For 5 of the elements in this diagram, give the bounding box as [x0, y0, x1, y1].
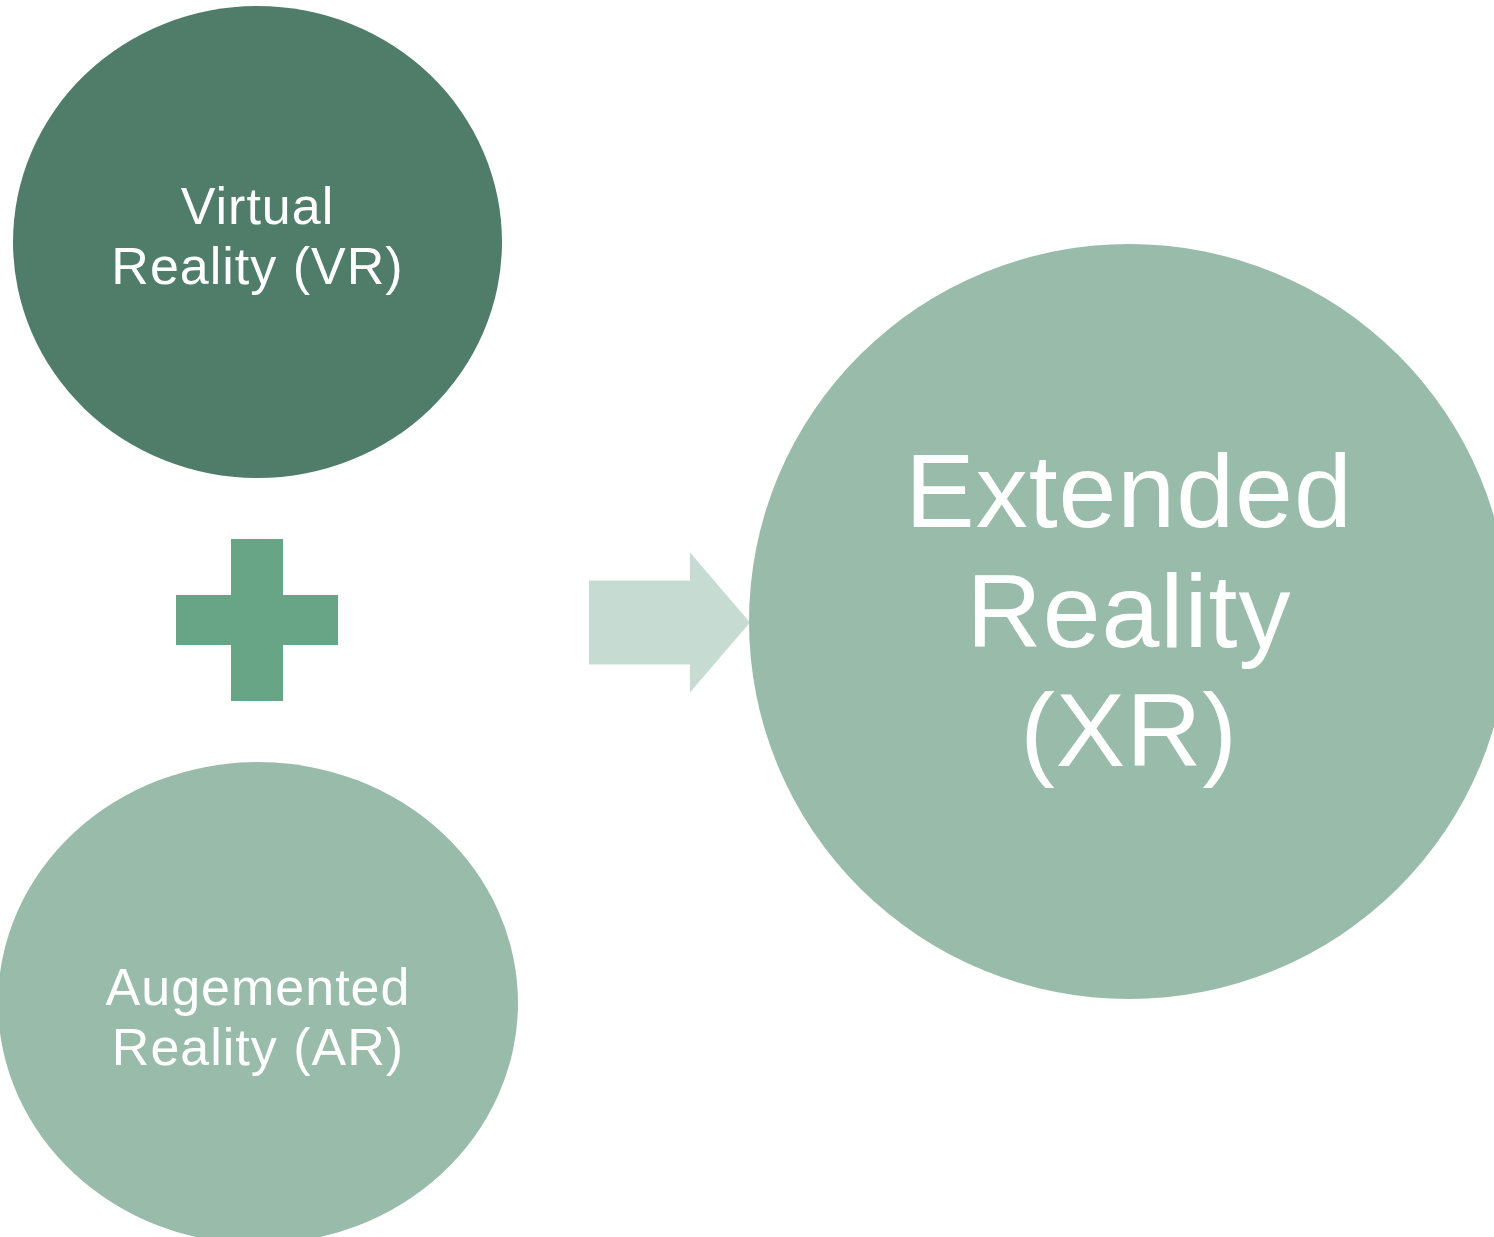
circle-label: Extended Reality (XR)	[904, 432, 1354, 791]
block-arrow	[589, 552, 750, 693]
plus-sign	[176, 539, 338, 701]
circle-label: Augemented Reality (AR)	[104, 958, 412, 1078]
circle-label: Virtual Reality (VR)	[110, 177, 405, 297]
